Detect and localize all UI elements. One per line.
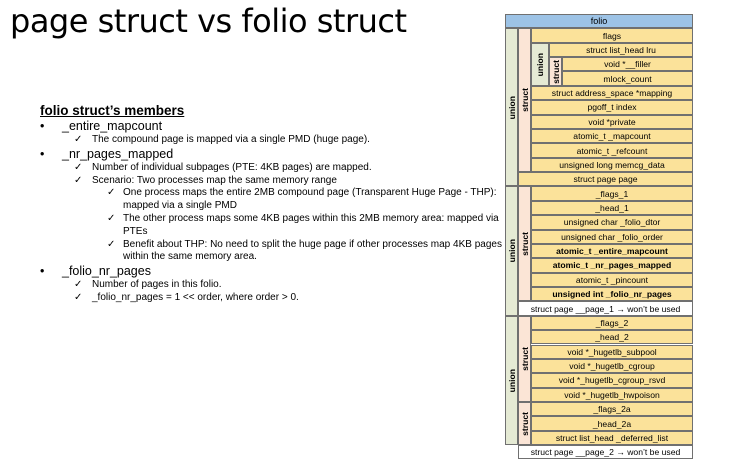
struct-field: void *_hugetlb_hwpoison bbox=[531, 387, 693, 402]
folio-header: folio bbox=[505, 14, 693, 29]
checkmark-icon: ✓ bbox=[74, 161, 83, 173]
struct-field: atomic_t _entire_mapcount bbox=[531, 243, 693, 259]
struct-field: mlock_count bbox=[562, 71, 693, 86]
struct-field: unsigned char _folio_dtor bbox=[531, 215, 693, 230]
checkmark-icon: ✓ bbox=[74, 291, 83, 303]
union-block-1: union bbox=[505, 28, 518, 187]
diagram-label-text: union bbox=[506, 368, 517, 393]
diagram-label-text: struct bbox=[519, 88, 530, 113]
member-text: Scenario: Two processes map the same mem… bbox=[92, 174, 337, 186]
checkmark-icon: ✓ bbox=[107, 238, 116, 250]
member-detail-item: ✓ Scenario: Two processes map the same me… bbox=[40, 175, 510, 188]
struct-field: _flags_2 bbox=[531, 315, 693, 331]
member-detail-item: ✓ Number of individual subpages (PTE: 4KB… bbox=[40, 162, 510, 175]
struct-block-1: struct bbox=[518, 28, 531, 173]
member-bullet-item: • _folio_nr_pages bbox=[40, 264, 510, 279]
struct-block-inner: struct bbox=[549, 57, 562, 86]
members-list: •_entire_mapcount✓The compound page is m… bbox=[40, 119, 510, 305]
diagram-label-text: struct bbox=[550, 59, 561, 84]
struct-field: void *_hugetlb_cgroup bbox=[531, 358, 693, 374]
struct-field: _head_2a bbox=[531, 416, 693, 431]
member-text: Number of individual subpages (PTE: 4KB … bbox=[92, 161, 372, 173]
struct-block-2: struct bbox=[518, 186, 531, 302]
struct-field: pgoff_t index bbox=[531, 100, 693, 115]
checkmark-icon: ✓ bbox=[74, 174, 83, 186]
struct-field: flags bbox=[531, 28, 693, 43]
diagram-label-text: union bbox=[506, 239, 517, 263]
struct-field: void *private bbox=[531, 114, 693, 129]
struct-field: struct list_head _deferred_list bbox=[531, 430, 693, 446]
unused-page-1-field: struct page __page_1 → won’t be used bbox=[518, 301, 693, 316]
struct-field: _flags_1 bbox=[531, 186, 693, 201]
diagram-label-text: struct bbox=[519, 411, 530, 436]
struct-block-3a: struct bbox=[518, 315, 531, 402]
union-block-3: union bbox=[505, 315, 518, 446]
bullet-marker: • bbox=[40, 264, 45, 279]
member-text: _folio_nr_pages bbox=[62, 264, 151, 279]
member-bullet-item: • _nr_pages_mapped bbox=[40, 147, 510, 162]
member-text: _folio_nr_pages = 1 << order, where orde… bbox=[92, 291, 299, 303]
member-detail-item: ✓ The compound page is mapped via a singl… bbox=[40, 134, 510, 147]
members-heading: folio struct’s members bbox=[40, 103, 185, 118]
struct-field: atomic_t _refcount bbox=[531, 143, 693, 158]
struct-block-3b: struct bbox=[518, 401, 531, 446]
struct-field: unsigned int _folio_nr_pages bbox=[531, 287, 693, 302]
member-detail-item: ✓ One process maps the entire 2MB compoun… bbox=[40, 187, 510, 213]
checkmark-icon: ✓ bbox=[107, 187, 116, 199]
struct-field: void *__filler bbox=[562, 57, 693, 72]
member-detail-item: ✓ _folio_nr_pages = 1 << order, where ord… bbox=[40, 292, 510, 305]
struct-field: void *_hugetlb_subpool bbox=[531, 344, 693, 359]
unused-page-2-field: struct page __page_2 → won’t be used bbox=[518, 445, 693, 460]
member-text: One process maps the entire 2MB compound… bbox=[123, 187, 497, 212]
diagram-label-text: struct bbox=[519, 231, 530, 256]
struct-field: _head_2 bbox=[531, 330, 693, 345]
union-block-2: union bbox=[505, 186, 518, 316]
struct-field: _flags_2a bbox=[531, 401, 693, 417]
member-bullet-item: • _entire_mapcount bbox=[40, 119, 510, 134]
checkmark-icon: ✓ bbox=[74, 134, 83, 145]
struct-field: atomic_t _nr_pages_mapped bbox=[531, 258, 693, 273]
member-text: _nr_pages_mapped bbox=[62, 146, 174, 161]
struct-field: atomic_t _pincount bbox=[531, 272, 693, 288]
struct-field: atomic_t _mapcount bbox=[531, 128, 693, 144]
member-text: Number of pages in this folio. bbox=[92, 279, 222, 291]
bullet-marker: • bbox=[40, 146, 45, 161]
member-text: The other process maps some 4KB pages wi… bbox=[123, 212, 499, 237]
member-detail-item: ✓ Benefit about THP: No need to split the… bbox=[40, 239, 510, 265]
member-text: The compound page is mapped via a single… bbox=[92, 134, 370, 145]
diagram-label-text: union bbox=[535, 52, 545, 76]
struct-field: unsigned char _folio_order bbox=[531, 229, 693, 244]
struct-field: unsigned long memcg_data bbox=[531, 157, 693, 173]
diagram-label-text: union bbox=[506, 95, 517, 120]
checkmark-icon: ✓ bbox=[74, 279, 83, 291]
member-detail-item: ✓ The other process maps some 4KB pages w… bbox=[40, 213, 510, 239]
member-text: _entire_mapcount bbox=[62, 119, 163, 133]
struct-field: struct address_space *mapping bbox=[531, 85, 693, 101]
struct-field: void *_hugetlb_cgroup_rsvd bbox=[531, 373, 693, 388]
member-text: Benefit about THP: No need to split the … bbox=[123, 238, 502, 263]
member-detail-item: ✓ Number of pages in this folio. bbox=[40, 279, 510, 292]
checkmark-icon: ✓ bbox=[107, 212, 116, 224]
struct-field: struct list_head lru bbox=[549, 42, 693, 58]
slide-title: page struct vs folio struct bbox=[10, 2, 407, 40]
folio-members-section: folio struct’s members • _entire_mapcount… bbox=[40, 103, 510, 305]
struct-page-field: struct page page bbox=[518, 172, 693, 187]
bullet-marker: • bbox=[40, 119, 45, 133]
diagram-label-text: struct bbox=[519, 346, 530, 371]
union-block-inner: union bbox=[531, 42, 549, 86]
struct-field: _head_1 bbox=[531, 200, 693, 216]
